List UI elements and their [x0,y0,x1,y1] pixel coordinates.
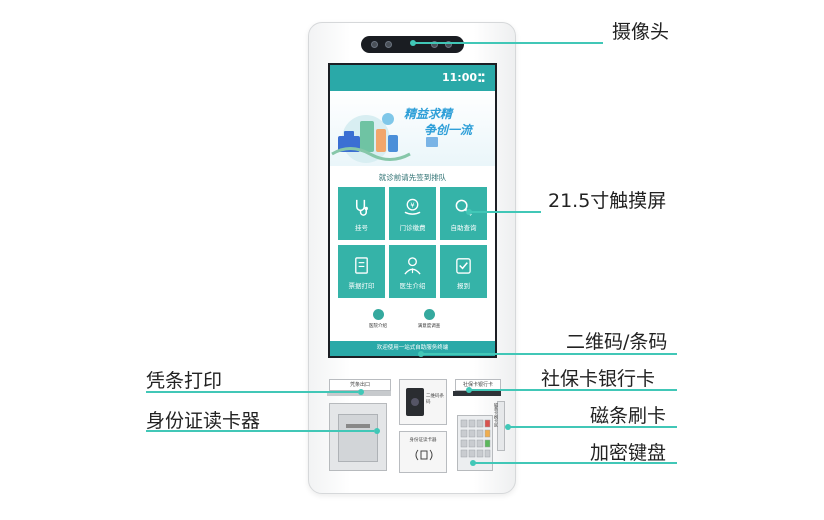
label-receipt-print: 凭条打印 [146,370,223,392]
tile-check-in[interactable]: 报到 [440,245,487,298]
id-reader-leader-line [146,430,374,432]
survey-icon[interactable] [424,309,435,320]
bank-card-leader-line [469,389,677,391]
tile-label: 挂号 [355,224,368,232]
screen-leader-line [469,211,541,213]
keypad-keys-icon [460,419,491,458]
nfc-pad[interactable]: 身份证读卡器 [399,431,447,473]
welcome-footer: 欢迎使用一站式自助服务终端 [330,341,495,356]
check-clipboard-icon [456,258,471,274]
label-id-reader: 身份证读卡器 [146,410,261,432]
clock-time: 11:00 [441,71,477,84]
keypad-leader-line [473,462,677,464]
medical-illustration-icon [331,113,438,163]
qr-barcode-scanner[interactable]: 二维码条码 [399,379,447,425]
slogan-line-1: 精益求精 [404,107,453,121]
tile-label: 报到 [457,282,470,290]
tile-label: 医生介绍 [399,282,426,290]
scanner-label: 二维码条码 [426,394,444,405]
mini-link-survey[interactable]: 满意度调查 [417,324,441,329]
magstripe-reader[interactable] [497,401,505,451]
receipt-leader-line [146,391,358,393]
label-bank-card: 社保卡银行卡 [541,368,656,390]
stethoscope-icon [355,199,368,216]
tile-registration[interactable]: 挂号 [338,187,385,240]
label-camera: 摄像头 [612,21,670,43]
magstripe-label: 磁条卡刷卡区 [494,403,499,427]
id-reader-marker-dot [374,428,380,434]
bank-card-slot[interactable] [453,391,501,396]
receipt-marker-dot [358,389,364,395]
camera-leader-line [413,42,603,44]
check-in-prompt: 就诊前请先签到排队 [378,173,447,182]
camera-lens-icon [371,41,378,48]
qr-leader-line [421,353,677,355]
doctor-icon [404,257,421,275]
svg-text:¥: ¥ [410,202,414,210]
magstripe-leader-line [508,426,677,428]
screen-top-bar: 11:00 ▪▪▪▪ [330,65,495,91]
touch-screen[interactable]: 11:00 ▪▪▪▪ 精益求精 争创一流 就诊前请先签到排队 [328,63,497,358]
tile-self-query[interactable]: 自助查询 [440,187,487,240]
tile-receipt-print[interactable]: 票据打印 [338,245,385,298]
mini-link-hospital-intro[interactable]: 医院介绍 [369,324,387,329]
label-magstripe: 磁条刷卡 [590,405,667,427]
tile-label: 票据打印 [348,282,375,290]
label-touchscreen: 21.5寸触摸屏 [548,190,667,212]
camera-lens-icon [445,41,452,48]
hardware-panel: 凭条出口 二维码条码 身份证读卡器 社保卡银行卡 磁条卡刷卡区 [317,371,507,481]
kiosk-device: 11:00 ▪▪▪▪ 精益求精 争创一流 就诊前请先签到排队 [308,22,516,494]
camera-lens-icon [385,41,392,48]
hero-banner [330,91,495,166]
label-qr-barcode: 二维码/条码 [566,331,668,353]
camera-lens-icon [431,41,438,48]
tile-label: 门诊缴费 [399,224,426,232]
hospital-icon[interactable] [373,309,384,320]
tile-outpatient-payment[interactable]: ¥ 门诊缴费 [389,187,436,240]
nfc-waves-icon [415,449,433,461]
id-card-reader[interactable] [329,403,387,471]
slogan-line-2: 争创一流 [424,123,473,137]
yen-hand-icon: ¥ [404,198,421,215]
tile-doctor-intro[interactable]: 医生介绍 [389,245,436,298]
receipt-icon [355,257,368,274]
label-keypad: 加密键盘 [590,442,667,464]
nfc-label: 身份证读卡器 [409,438,437,443]
tile-label: 自助查询 [450,224,477,232]
clock-date-icon: ▪▪▪▪ [478,72,485,84]
